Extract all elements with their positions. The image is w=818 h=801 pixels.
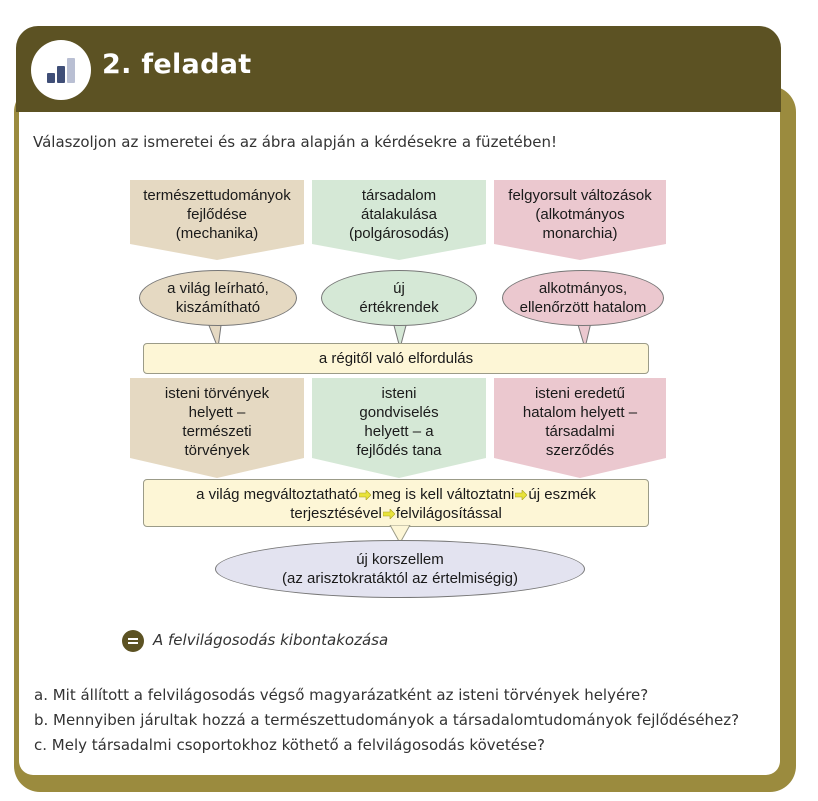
- top-box-science: természettudományok fejlődése (mechanika…: [130, 180, 304, 260]
- turn-away-band: a régitől való elfordulás: [143, 343, 649, 374]
- question-b: b. Mennyiben járultak hozzá a természett…: [34, 711, 740, 729]
- question-c: c. Mely társadalmi csoportokhoz köthető …: [34, 736, 545, 754]
- mid-box-natural-laws: isteni törvények helyett – természeti tö…: [130, 378, 304, 478]
- result-ellipse: új korszellem(az arisztokratáktól az ért…: [215, 540, 585, 598]
- bar-chart-icon: [31, 40, 91, 100]
- question-a: a. Mit állított a felvilágosodás végső m…: [34, 686, 649, 704]
- arrow-down-icon: [389, 525, 411, 545]
- top-box-society: társadalom átalakulása (polgárosodás): [312, 180, 486, 260]
- page-title: 2. feladat: [102, 49, 252, 80]
- figure-caption: A felvilágosodás kibontakozása: [153, 631, 389, 649]
- instruction-text: Válaszoljon az ismeretei és az ábra alap…: [33, 133, 558, 151]
- arrow-right-icon: [358, 490, 371, 501]
- caption-icon: [122, 630, 144, 652]
- bubble-describable: a világ leírható,kiszámítható: [139, 270, 297, 326]
- top-box-changes: felgyorsult változások (alkotmányos mona…: [494, 180, 666, 260]
- mid-box-progress: isteni gondviselés helyett – a fejlődés …: [312, 378, 486, 478]
- arrow-right-icon: [382, 509, 395, 520]
- arrow-right-icon: [515, 490, 528, 501]
- mid-box-social-contract: isteni eredetű hatalom helyett – társada…: [494, 378, 666, 478]
- card-header: [16, 26, 781, 112]
- bubble-constitutional: alkotmányos,ellenőrzött hatalom: [502, 270, 664, 326]
